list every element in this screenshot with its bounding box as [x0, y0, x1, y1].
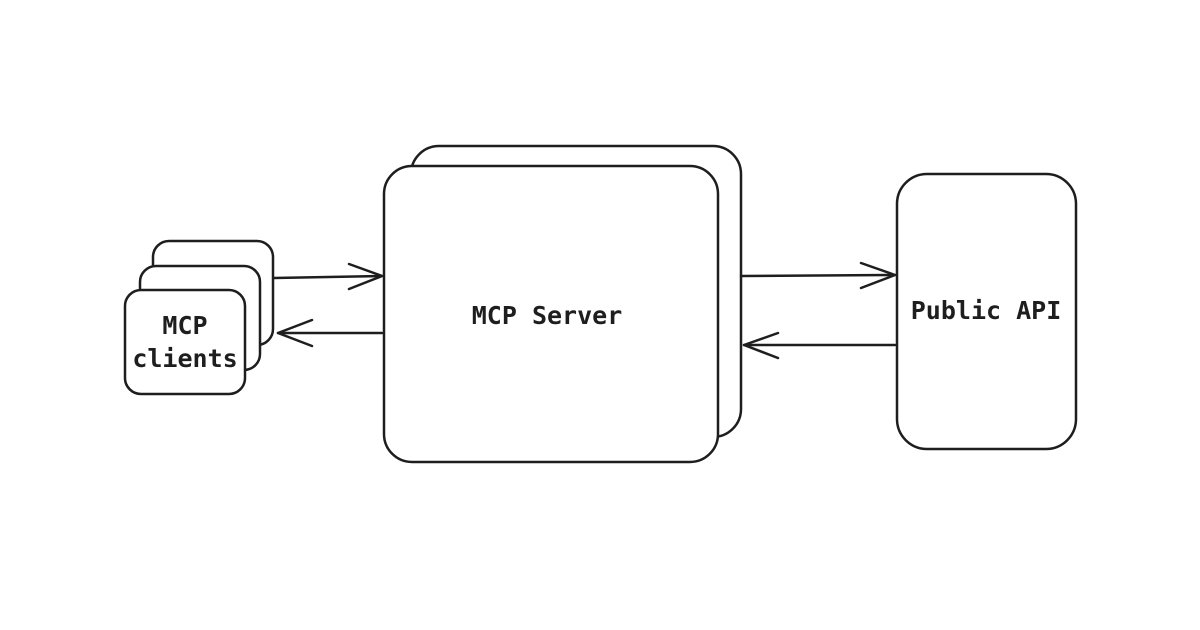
public-api-label: Public API: [911, 296, 1062, 325]
arrow-server-to-clients: [276, 318, 384, 348]
mcp-clients-node[interactable]: MCP clients: [123, 239, 275, 396]
mcp-client-card-front: [123, 288, 247, 396]
arrow-api-to-server: [742, 331, 897, 360]
mcp-server-card-front: [382, 164, 720, 464]
mcp-clients-label-line-2: clients: [132, 344, 237, 373]
mcp-server-node[interactable]: MCP Server: [382, 144, 743, 464]
arrow-clients-to-server-head: [347, 262, 384, 291]
arrow-server-to-api: [739, 261, 897, 290]
arrow-server-to-api-head: [859, 261, 897, 290]
arrow-clients-to-server-shaft: [272, 274, 384, 280]
mcp-server-label: MCP Server: [472, 301, 623, 330]
arrow-clients-to-server: [272, 262, 384, 291]
arrow-server-to-api-shaft: [739, 273, 897, 278]
arrow-server-to-clients-head: [276, 318, 314, 348]
public-api-card: [895, 172, 1078, 451]
public-api-node[interactable]: Public API: [895, 172, 1078, 451]
mcp-clients-label-line-1: MCP: [162, 311, 207, 340]
arrow-api-to-server-head: [742, 331, 780, 360]
